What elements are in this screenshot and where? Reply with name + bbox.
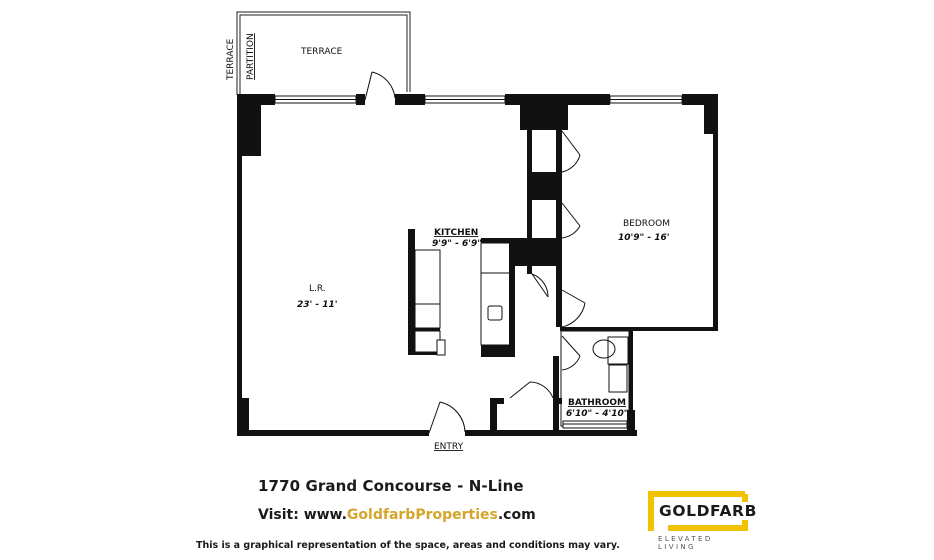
closet-doors xyxy=(509,130,586,399)
floor-plan: TERRACE TERRACE PARTITION L.R. 23' - 11'… xyxy=(226,11,718,452)
terrace-door xyxy=(364,71,396,101)
url-prefix: www. xyxy=(303,507,347,523)
bathroom-dimensions: 6'10" - 4'10" xyxy=(566,409,628,419)
url-brand: GoldfarbProperties xyxy=(346,507,498,523)
logo-name: GOLDFARB xyxy=(657,502,759,520)
terrace-partition-label-b: PARTITION xyxy=(246,33,256,80)
entry-door xyxy=(428,401,466,434)
windows xyxy=(274,95,683,104)
living-room-dimensions: 23' - 11' xyxy=(297,300,338,310)
logo-tagline: ELEVATED LIVING xyxy=(658,535,713,551)
visit-line: Visit: www.GoldfarbProperties.com xyxy=(258,507,536,523)
bedroom-label: BEDROOM xyxy=(623,219,670,229)
bathroom-fixtures xyxy=(560,330,630,429)
disclaimer: This is a graphical representation of th… xyxy=(196,540,620,551)
entry-label: ENTRY xyxy=(434,442,464,452)
terrace-area xyxy=(236,11,411,95)
kitchen-label: KITCHEN xyxy=(434,228,478,238)
website-link[interactable]: www.GoldfarbProperties.com xyxy=(304,507,536,523)
terrace-label: TERRACE xyxy=(300,47,343,57)
bathroom-label: BATHROOM xyxy=(568,398,626,408)
goldfarb-logo: GOLDFARB ELEVATED LIVING xyxy=(648,491,759,551)
exterior-walls xyxy=(237,94,718,436)
bedroom-dimensions: 10'9" - 16' xyxy=(618,233,670,243)
interior-walls xyxy=(490,105,562,436)
kitchen-dimensions: 9'9" - 6'9" xyxy=(432,239,482,249)
visit-label: Visit: xyxy=(258,507,299,523)
property-address: 1770 Grand Concourse - N-Line xyxy=(258,477,524,495)
kitchen-fixtures xyxy=(408,229,515,357)
living-room-label: L.R. xyxy=(309,284,326,294)
url-suffix: .com xyxy=(497,507,536,523)
terrace-partition-label-a: TERRACE xyxy=(226,38,236,81)
